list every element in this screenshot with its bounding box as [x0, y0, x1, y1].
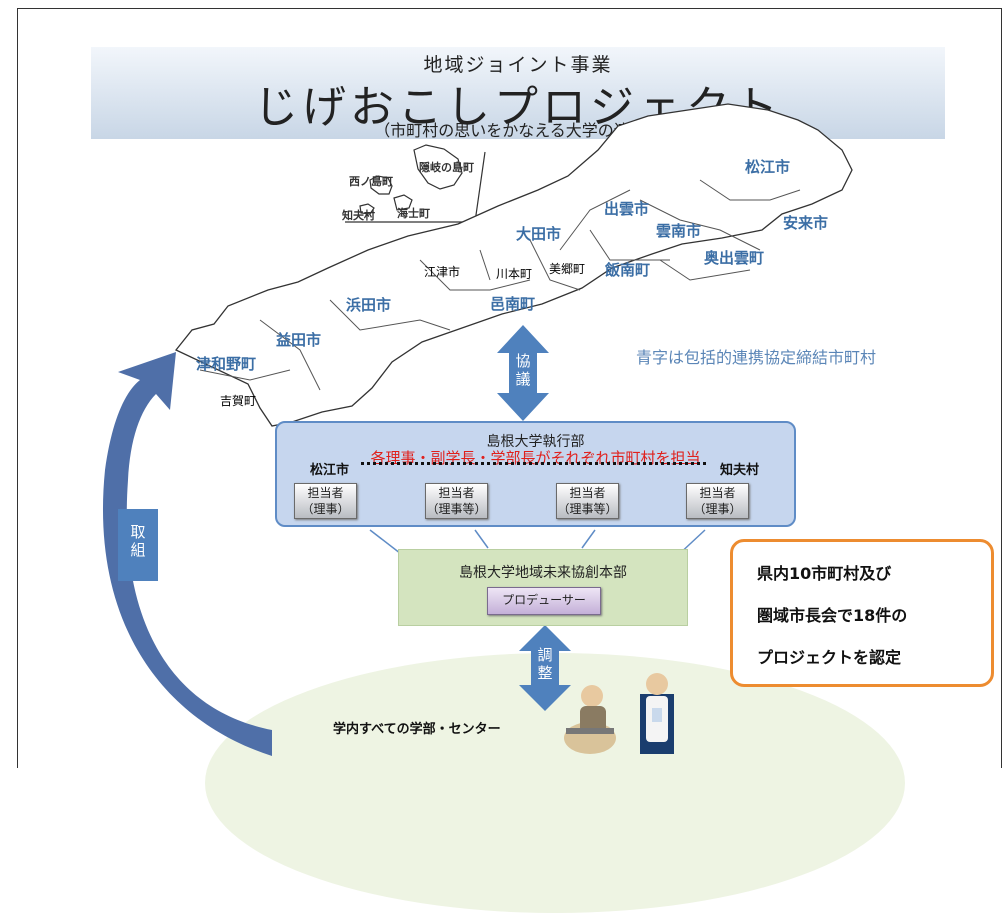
map-label-okuizumo: 奥出雲町 — [704, 249, 765, 267]
consult-arrow — [497, 325, 549, 421]
executive-box: 島根大学執行部 各理事・副学長・学部長がそれぞれ市町村を担当 松江市 知夫村 担… — [275, 421, 796, 527]
effort-label-box — [118, 509, 158, 581]
executive-title: 島根大学執行部 — [486, 434, 585, 450]
map-label-hamada: 浜田市 — [346, 296, 392, 314]
map-label-yoshika: 吉賀町 — [220, 394, 257, 408]
map-label-nishinoshima: 西ノ島町 — [349, 175, 393, 188]
map-label-oda: 大田市 — [516, 225, 562, 243]
title-banner: 地域ジョイント事業 じげおこしプロジェクト （市町村の思いをかなえる大学の連携） — [91, 47, 945, 140]
officer-box-3-line2: （理事等） — [557, 502, 618, 516]
map-label-yasugi: 安来市 — [783, 214, 829, 232]
municipal-borders — [199, 179, 801, 391]
map-label-ama: 海士町 — [397, 207, 430, 220]
officer-box-4: 担当者 （理事） — [686, 483, 749, 519]
coordinate-arrow — [519, 625, 571, 711]
map-label-izumo: 出雲市 — [604, 200, 650, 218]
map-label-misato: 美郷町 — [549, 262, 586, 276]
map-label-chibu: 知夫村 — [342, 209, 375, 222]
executive-left-end: 松江市 — [310, 463, 350, 478]
map-label-tsuwano: 津和野町 — [196, 355, 257, 373]
result-line-3: プロジェクトを認定 — [757, 648, 902, 667]
effort-label: 取組 — [130, 523, 146, 559]
hq-box: 島根大学地域未来協創本部 プロデューサー — [398, 549, 688, 626]
result-line-1: 県内10市町村及び — [757, 564, 892, 583]
officer-box-1: 担当者 （理事） — [294, 483, 357, 519]
map-label-gotsu: 江津市 — [424, 265, 461, 279]
faculty-label: 学内すべての学部・センター — [333, 722, 501, 737]
researcher-icon — [564, 685, 616, 754]
officer-box-4-line2: （理事） — [693, 502, 742, 516]
officer-box-2: 担当者 （理事等） — [425, 483, 488, 519]
officer-box-1-line2: （理事） — [301, 502, 350, 516]
map-label-matsue: 松江市 — [745, 158, 791, 176]
banner-subtitle: 地域ジョイント事業 — [423, 54, 613, 76]
shimane-map — [102, 103, 853, 756]
map-label-iinan: 飯南町 — [605, 261, 651, 279]
officer-box-2-line1: 担当者 — [438, 486, 475, 500]
officer-box-2-line2: （理事等） — [426, 502, 487, 516]
map-label-masuda: 益田市 — [276, 331, 322, 349]
banner-parenthetical: （市町村の思いをかなえる大学の連携） — [374, 121, 662, 140]
map-label-ohnan: 邑南町 — [490, 295, 536, 313]
consult-label: 協議 — [515, 352, 531, 388]
coordinate-label: 調整 — [537, 646, 553, 682]
map-label-okinoshima: 隠岐の島町 — [419, 161, 474, 174]
outer-frame — [17, 8, 1002, 768]
hq-title: 島根大学地域未来協創本部 — [459, 565, 627, 581]
officer-box-1-line1: 担当者 — [307, 486, 344, 500]
map-label-unnan: 雲南市 — [656, 222, 702, 240]
doctor-icon — [640, 673, 674, 754]
officer-box-4-line1: 担当者 — [699, 486, 736, 500]
result-line-2: 圏域市長会で18件の — [757, 606, 908, 625]
result-callout: 県内10市町村及び 圏域市長会で18件の プロジェクトを認定 — [730, 539, 994, 687]
effort-arrow — [102, 352, 272, 756]
map-label-kawamoto: 川本町 — [496, 267, 533, 281]
officer-box-3: 担当者 （理事等） — [556, 483, 619, 519]
officer-box-3-line1: 担当者 — [569, 486, 606, 500]
executive-right-end: 知夫村 — [720, 463, 760, 478]
dotted-line — [361, 462, 706, 465]
mainland — [174, 103, 853, 427]
staff-illustration — [564, 673, 674, 754]
legend-note: 青字は包括的連携協定締結市町村 — [636, 348, 877, 367]
producer-box: プロデューサー — [487, 587, 601, 615]
